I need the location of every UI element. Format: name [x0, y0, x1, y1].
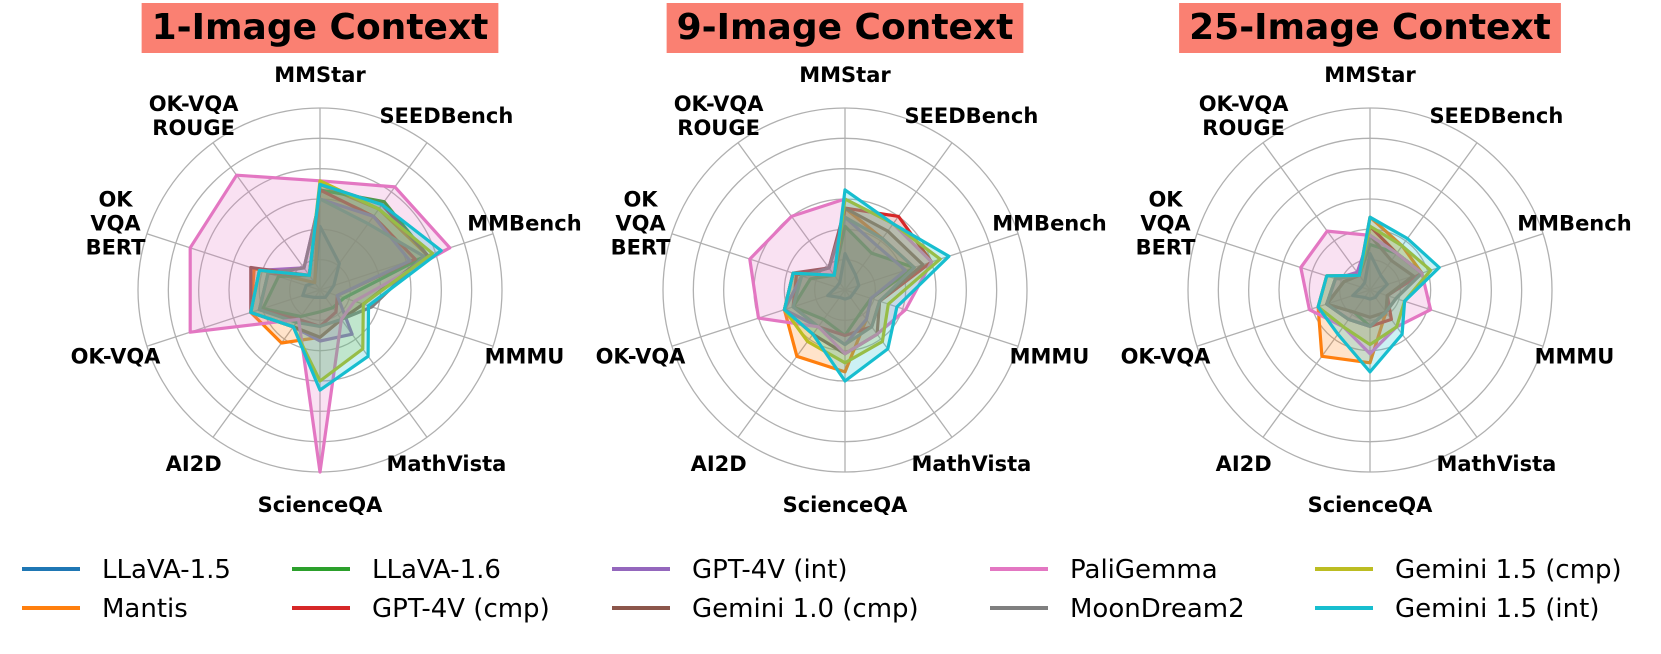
axis-label: OK-VQA	[596, 344, 687, 368]
legend-item: PaliGemma	[990, 555, 1218, 585]
axis-label: AI2D	[1216, 452, 1272, 476]
series-area-llava-1-5	[301, 224, 341, 299]
legend-label: GPT-4V (cmp)	[372, 594, 550, 624]
grid-spoke	[1369, 289, 1544, 347]
axis-label: MMStar	[274, 63, 366, 87]
axis-label: MMMU	[1535, 344, 1615, 368]
legend-item: Gemini 1.5 (int)	[1315, 594, 1599, 624]
axis-label: AI2D	[691, 452, 747, 476]
axis-label: OK-VQA	[71, 344, 162, 368]
grid-spoke	[844, 289, 1019, 347]
legend-label: GPT-4V (int)	[692, 555, 847, 585]
axis-label: MMBench	[1517, 212, 1631, 236]
legend-label: MoonDream2	[1070, 594, 1245, 624]
grid-spoke	[737, 289, 846, 438]
series-area-gemini-1-5-int-	[1316, 215, 1441, 374]
axis-label: ScienceQA	[783, 493, 909, 517]
axis-label: SEEDBench	[379, 104, 513, 128]
legend-label: Gemini 1.5 (int)	[1395, 594, 1599, 624]
panel-title-background	[141, 3, 499, 53]
legend-label: Gemini 1.0 (cmp)	[692, 594, 919, 624]
grid-spoke	[671, 233, 846, 291]
axis-label: AI2D	[166, 452, 222, 476]
series-area-paligemma	[188, 173, 452, 474]
axis-label: OK-VQA	[1121, 344, 1212, 368]
legend-item: Gemini 1.0 (cmp)	[612, 594, 919, 624]
series-area-gemini-1-0-cmp-	[1325, 233, 1415, 319]
grid-spoke	[1369, 289, 1478, 438]
panel-title-background	[1179, 3, 1561, 53]
panel-title-text: 25-Image Context	[1189, 7, 1551, 48]
panel-title: 9-Image Context	[666, 3, 1024, 53]
axis-label: MathVista	[386, 452, 506, 476]
axis-label: SEEDBench	[904, 104, 1038, 128]
legend-item: Gemini 1.5 (cmp)	[1315, 555, 1622, 585]
grid-spoke	[319, 289, 428, 438]
grid-spoke	[1369, 142, 1478, 291]
axis-label: MMStar	[1324, 63, 1416, 87]
panel-title-background	[666, 3, 1024, 53]
grid-spoke	[844, 289, 953, 438]
series-area-gemini-1-5-int-	[782, 188, 951, 383]
axis-label: MathVista	[1436, 452, 1556, 476]
series-area-llava-1-5	[1351, 252, 1389, 301]
series-area-gemini-1-5-int-	[249, 182, 443, 392]
panel-title-text: 9-Image Context	[677, 7, 1014, 48]
axis-label: MMMU	[485, 344, 565, 368]
grid-spoke	[146, 289, 321, 347]
grid-spoke	[1196, 233, 1371, 291]
radar-panel-1: 1-Image ContextMMStarSEEDBenchMMBenchMMM…	[71, 3, 582, 517]
grid-spoke	[1262, 142, 1371, 291]
legend-label: PaliGemma	[1070, 555, 1218, 585]
axis-label: MMBench	[467, 212, 581, 236]
series-area-llava-1-5	[826, 252, 861, 301]
legend-item: GPT-4V (int)	[612, 555, 847, 585]
legend-label: LLaVA-1.5	[102, 555, 231, 585]
grid-spoke	[1196, 289, 1371, 347]
axis-label: ScienceQA	[1308, 493, 1434, 517]
grid-spoke	[319, 289, 494, 347]
panel-title: 1-Image Context	[141, 3, 499, 53]
panel-title-text: 1-Image Context	[152, 7, 489, 48]
axis-label: SEEDBench	[1429, 104, 1563, 128]
panel-title: 25-Image Context	[1179, 3, 1561, 53]
legend-label: LLaVA-1.6	[372, 555, 501, 585]
legend-item: GPT-4V (cmp)	[292, 594, 550, 624]
grid-spoke	[1262, 289, 1371, 438]
radar-panel-2: 9-Image ContextMMStarSEEDBenchMMBenchMMM…	[596, 3, 1107, 517]
legend-item: MoonDream2	[990, 594, 1245, 624]
radar-panel-3: 25-Image ContextMMStarSEEDBenchMMBenchMM…	[1121, 3, 1632, 517]
legend-item: Mantis	[22, 594, 188, 624]
grid-spoke	[146, 233, 321, 291]
legend-item: LLaVA-1.5	[22, 555, 231, 585]
legend-item: LLaVA-1.6	[292, 555, 501, 585]
grid-spoke	[212, 142, 321, 291]
axis-label: MathVista	[911, 452, 1031, 476]
legend-label: Mantis	[102, 594, 188, 624]
axis-label: MMMU	[1010, 344, 1090, 368]
legend-label: Gemini 1.5 (cmp)	[1395, 555, 1622, 585]
axis-label: MMBench	[992, 212, 1106, 236]
axis-label: ScienceQA	[258, 493, 384, 517]
grid-spoke	[1369, 233, 1544, 291]
axis-label: MMStar	[799, 63, 891, 87]
